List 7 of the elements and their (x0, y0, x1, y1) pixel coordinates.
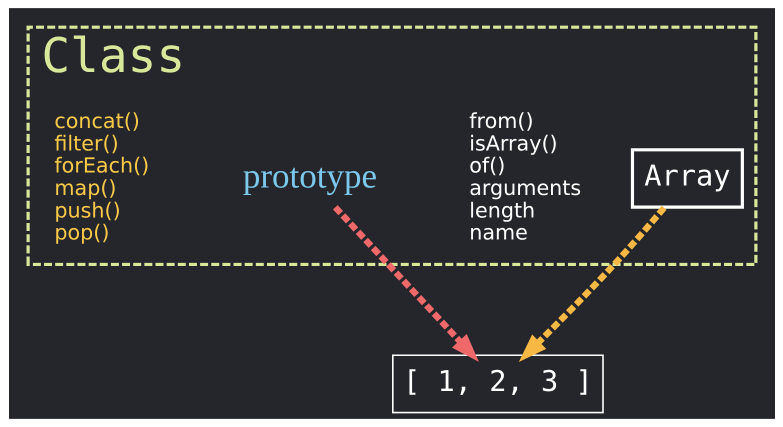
node-text: prototype (242, 156, 377, 196)
node-text: from() isArray() of() arguments length name (468, 109, 581, 245)
node-box: Array (630, 148, 744, 209)
node-text: concat() filter() forEach() map() push() pop() (54, 109, 149, 245)
arrow (332, 205, 478, 362)
arrow (518, 206, 666, 362)
node-box: [ 1, 2, 3 ] (392, 354, 604, 414)
